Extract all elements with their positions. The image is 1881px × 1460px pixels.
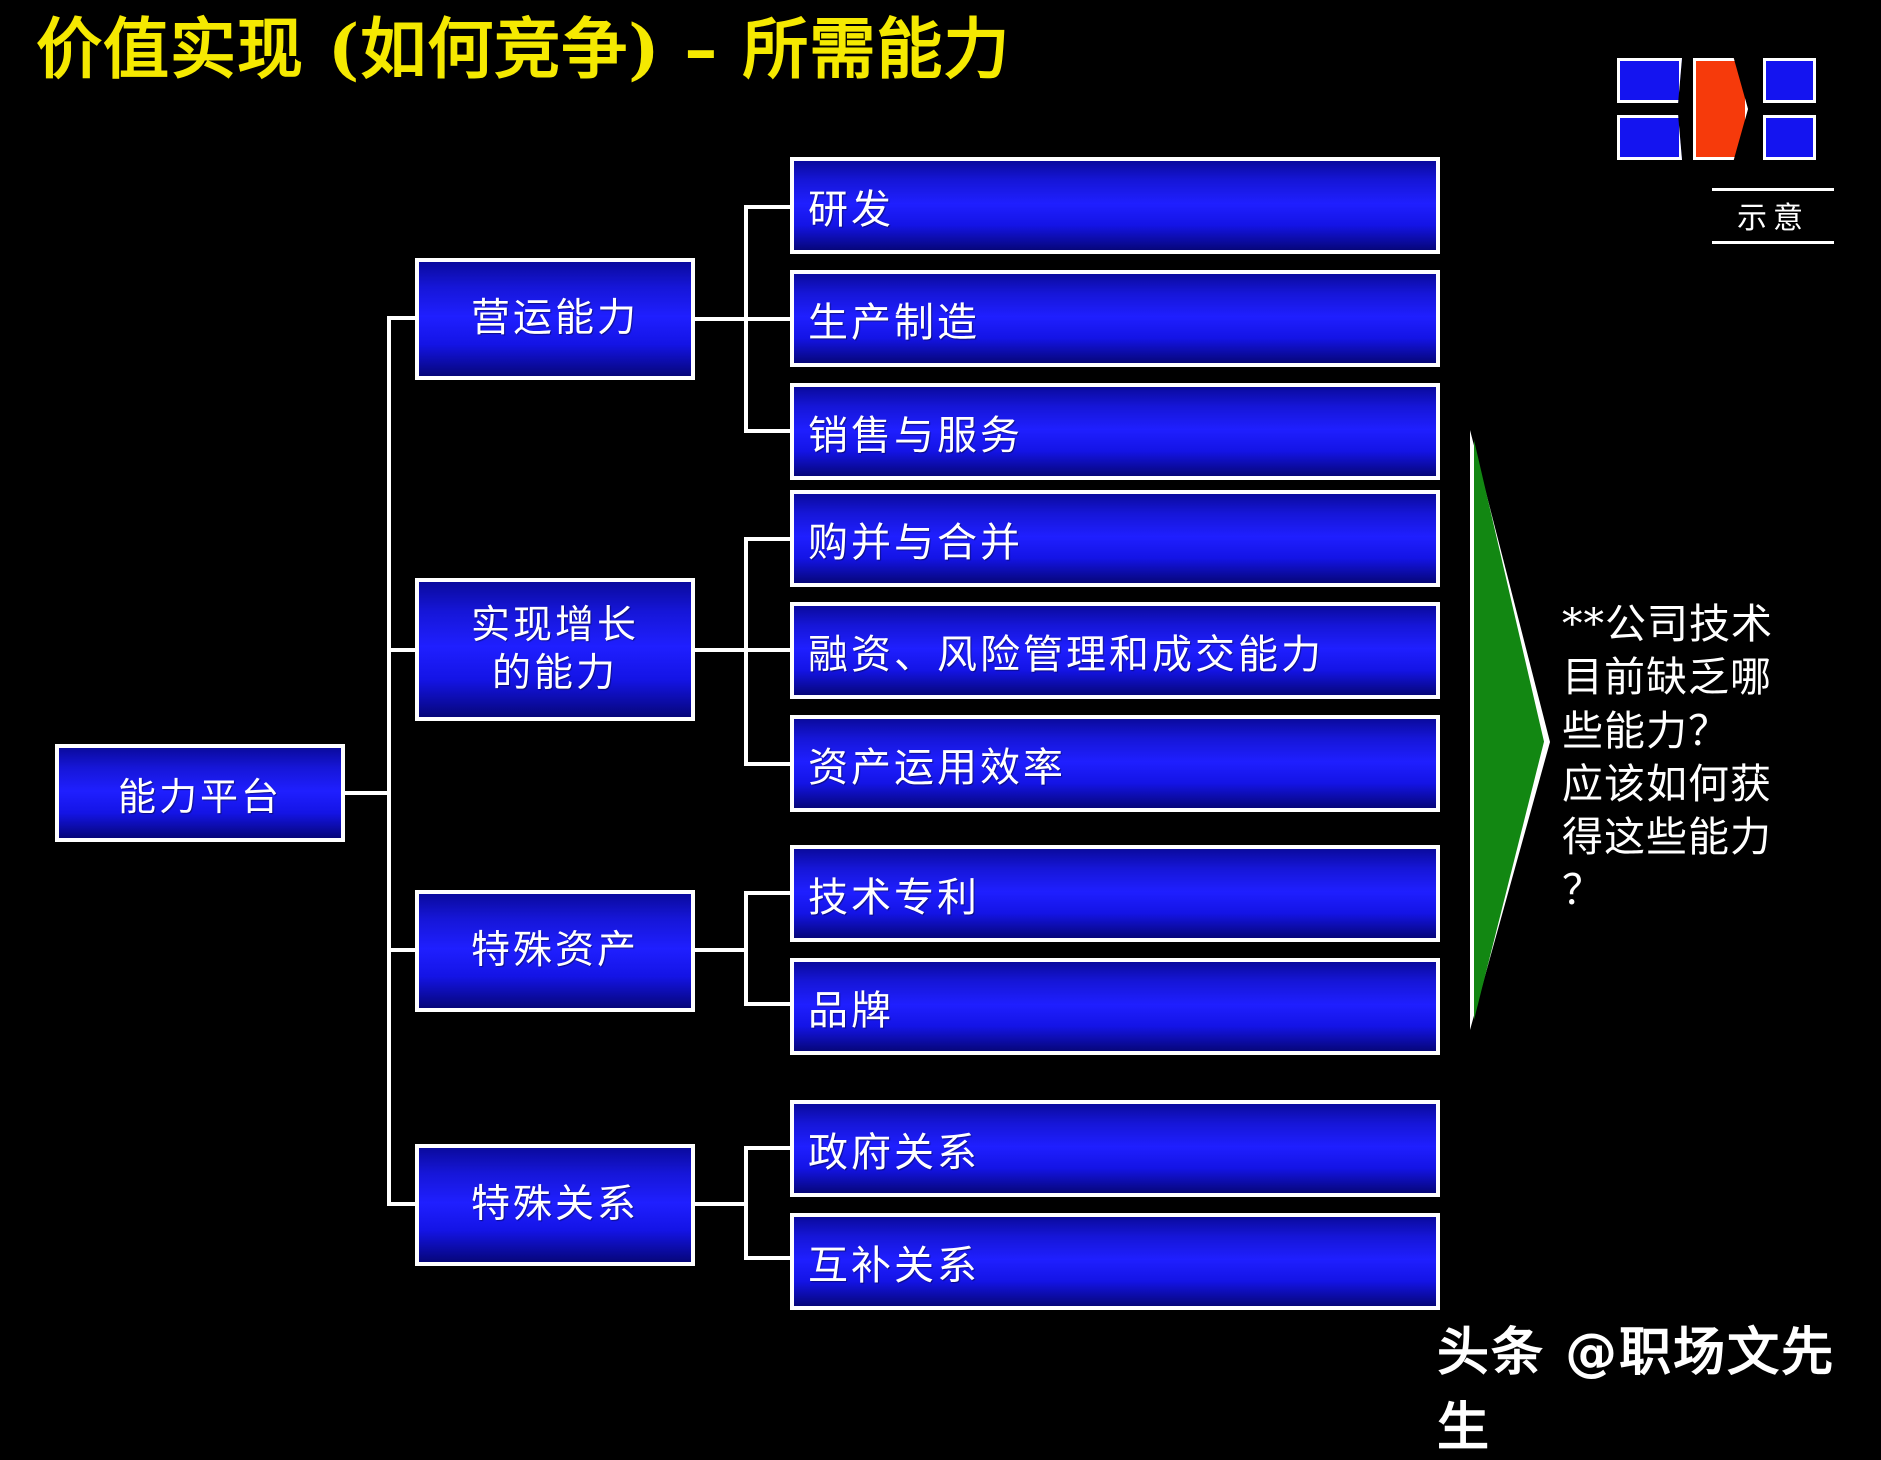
- connector-leaf-3-2: [744, 1002, 792, 1006]
- tree-leaf-node-2-2[interactable]: 融资、风险管理和成交能力: [790, 602, 1440, 699]
- callout-arrow-icon: [1474, 440, 1544, 1020]
- company-logo: [1617, 58, 1832, 170]
- tree-branch-node-1[interactable]: 营运能力: [415, 258, 695, 380]
- tree-leaf-node-3-2[interactable]: 品牌: [790, 958, 1440, 1055]
- logo-quad-bottom-left-icon: [1617, 115, 1682, 160]
- logo-square-top-right-icon: [1763, 58, 1816, 103]
- connector-branch-3-out: [695, 948, 747, 952]
- logo-quad-top-left-icon: [1617, 58, 1682, 103]
- connector-leaf-4-2: [744, 1256, 792, 1260]
- tree-leaf-node-4-2[interactable]: 互补关系: [790, 1213, 1440, 1310]
- connector-branch-1-out: [695, 317, 747, 321]
- callout-question-text: **公司技术 目前缺乏哪 些能力？ 应该如何获 得这些能力 ？: [1562, 600, 1773, 915]
- tree-leaf-node-1-2[interactable]: 生产制造: [790, 270, 1440, 367]
- connector-branch-2-out: [695, 648, 747, 652]
- illustrative-stamp: 示意: [1712, 188, 1834, 244]
- connector-leaf-1-3: [744, 429, 792, 433]
- connector-leaf-3-1: [744, 891, 792, 895]
- tree-branch-node-3[interactable]: 特殊资产: [415, 890, 695, 1012]
- tree-root-node[interactable]: 能力平台: [55, 744, 345, 842]
- connector-branch-3-trunk: [744, 891, 748, 1006]
- connector-leaf-2-1: [744, 537, 792, 541]
- connector-leaf-1-2: [744, 317, 792, 321]
- logo-wedge-icon: [1693, 58, 1748, 160]
- tree-branch-node-4[interactable]: 特殊关系: [415, 1144, 695, 1266]
- tree-branch-node-2[interactable]: 实现增长 的能力: [415, 578, 695, 721]
- connector-branch-4-out: [695, 1202, 747, 1206]
- tree-leaf-node-4-1[interactable]: 政府关系: [790, 1100, 1440, 1197]
- connector-leaf-2-3: [744, 762, 792, 766]
- tree-leaf-node-3-1[interactable]: 技术专利: [790, 845, 1440, 942]
- connector-branch-1: [387, 316, 417, 320]
- tree-leaf-node-1-3[interactable]: 销售与服务: [790, 383, 1440, 480]
- watermark: 头条 @职场文先生: [1437, 1323, 1836, 1458]
- connector-main-trunk: [387, 316, 391, 1206]
- tree-leaf-node-2-3[interactable]: 资产运用效率: [790, 715, 1440, 812]
- connector-branch-4: [387, 1202, 417, 1206]
- connector-leaf-2-2: [744, 648, 792, 652]
- connector-branch-3: [387, 948, 417, 952]
- connector-root-stub: [345, 791, 391, 795]
- page-title: 价值实现 (如何竞争) – 所需能力: [36, 10, 1011, 88]
- connector-branch-2: [387, 648, 417, 652]
- logo-square-bottom-right-icon: [1763, 115, 1816, 160]
- tree-leaf-node-1-1[interactable]: 研发: [790, 157, 1440, 254]
- connector-leaf-1-1: [744, 205, 792, 209]
- connector-leaf-4-1: [744, 1146, 792, 1150]
- connector-branch-4-trunk: [744, 1146, 748, 1260]
- tree-leaf-node-2-1[interactable]: 购并与合并: [790, 490, 1440, 587]
